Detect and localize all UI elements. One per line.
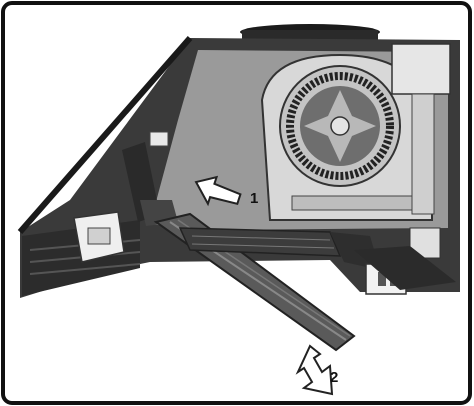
blower-fan [260,53,433,221]
duct-collar-base [242,30,378,40]
step-2-arrow [295,344,334,396]
grease-filter [153,212,456,352]
step-1-label: 1 [250,190,258,207]
control-module [391,43,451,259]
step-2-label: 2 [330,369,338,386]
filter-clip [73,211,125,263]
step-1-arrow [194,175,242,207]
